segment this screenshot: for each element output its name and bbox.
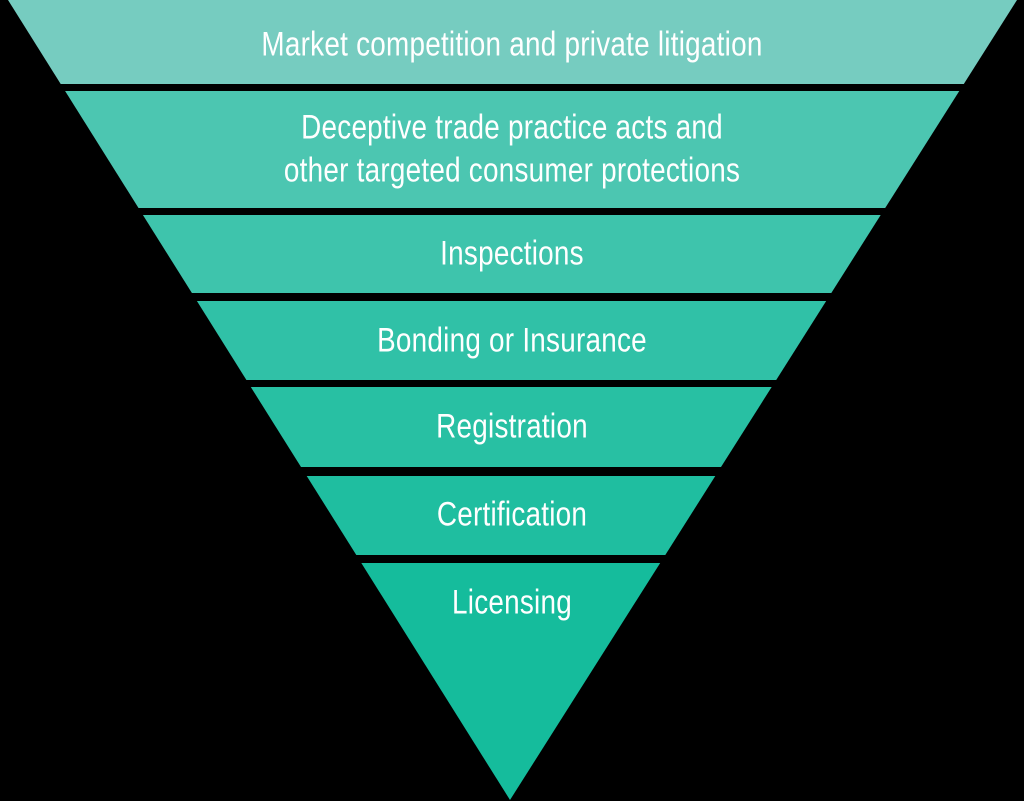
funnel-level-shape-licensing <box>361 563 661 800</box>
funnel-level-shape-market-competition <box>8 0 1017 84</box>
funnel-level-label-market-competition: Market competition and private litigatio… <box>261 25 762 63</box>
funnel-level-shape-bonding-insurance <box>196 301 827 380</box>
funnel-level-label-deceptive-trade-line2: other targeted consumer protections <box>284 151 740 189</box>
funnel-level-shape-inspections <box>142 215 881 293</box>
funnel-level-shape-deceptive-trade <box>65 91 960 208</box>
funnel-level-deceptive-trade: Deceptive trade practice acts and other t… <box>65 91 960 208</box>
funnel-level-label-deceptive-trade-line1: Deceptive trade practice acts and <box>301 108 723 146</box>
funnel-level-shape-certification <box>306 476 716 555</box>
funnel-level-inspections: Inspections <box>142 215 881 293</box>
funnel-level-label-registration: Registration <box>436 407 588 445</box>
funnel-level-market-competition: Market competition and private litigatio… <box>8 0 1017 84</box>
funnel-level-label-bonding-insurance: Bonding or Insurance <box>377 321 647 359</box>
funnel-level-shape-registration <box>250 387 772 467</box>
funnel-level-registration: Registration <box>250 387 772 467</box>
funnel-level-certification: Certification <box>306 476 716 555</box>
funnel-level-label-certification: Certification <box>437 495 587 533</box>
funnel-level-licensing: Licensing <box>361 563 661 800</box>
funnel-level-bonding-insurance: Bonding or Insurance <box>196 301 827 380</box>
funnel-level-label-inspections: Inspections <box>440 234 584 272</box>
funnel-level-label-licensing: Licensing <box>452 583 572 621</box>
